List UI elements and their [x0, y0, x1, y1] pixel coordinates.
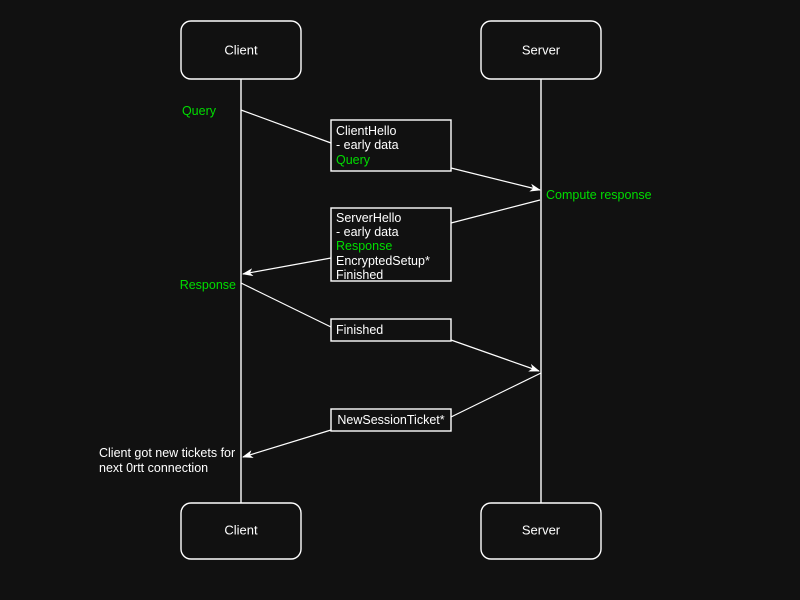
- arrow-clienthello-to-server: [450, 167, 541, 192]
- arrow-finished-to-server: [450, 339, 540, 372]
- arrow-query-to-clienthello: [240, 109, 332, 144]
- message-box-clienthello[interactable]: ClientHello - early data Query: [330, 119, 452, 172]
- actor-server-bottom-label: Server: [522, 522, 561, 537]
- message-line-clienthello-1: - early data: [336, 138, 399, 152]
- message-line-serverhello-4: Finished: [336, 268, 383, 282]
- actor-client-top[interactable]: Client: [180, 20, 302, 80]
- actor-server-top-box: [480, 20, 602, 80]
- actor-client-top-label: Client: [224, 42, 258, 57]
- arrow-client-to-finished: [240, 282, 332, 328]
- message-box-serverhello[interactable]: ServerHello - early data Response Encryp…: [330, 207, 452, 282]
- actor-server-top[interactable]: Server: [480, 20, 602, 80]
- message-box-serverhello-rect: [330, 207, 452, 282]
- actor-client-bottom-box: [180, 502, 302, 560]
- note-client-new-tickets-line1: Client got new tickets for: [99, 446, 235, 460]
- arrow-server-to-newsessionticket: [450, 372, 542, 418]
- actor-client-bottom-label: Client: [224, 522, 258, 537]
- message-box-newsessionticket-rect: [330, 408, 452, 432]
- message-box-finished-rect: [330, 318, 452, 342]
- message-line-serverhello-3: EncryptedSetup*: [336, 254, 430, 268]
- message-box-clienthello-rect: [330, 119, 452, 172]
- label-query: Query: [182, 104, 217, 118]
- note-client-new-tickets: Client got new tickets for next 0rtt con…: [99, 446, 235, 475]
- note-client-new-tickets-line2: next 0rtt connection: [99, 461, 208, 475]
- actor-client-top-box: [180, 20, 302, 80]
- message-box-newsessionticket[interactable]: NewSessionTicket*: [330, 408, 452, 432]
- actor-server-top-label: Server: [522, 42, 561, 57]
- label-compute-response: Compute response: [546, 188, 652, 202]
- message-line-finished-0: Finished: [336, 323, 383, 337]
- arrow-serverhello-to-client: [242, 257, 332, 277]
- message-line-clienthello-2: Query: [336, 153, 371, 167]
- message-line-clienthello-0: ClientHello: [336, 124, 396, 138]
- actor-client-bottom[interactable]: Client: [180, 502, 302, 560]
- label-response: Response: [180, 278, 236, 292]
- arrow-server-to-serverhello: [450, 199, 541, 224]
- actor-server-bottom-box: [480, 502, 602, 560]
- actor-server-bottom[interactable]: Server: [480, 502, 602, 560]
- message-line-serverhello-1: - early data: [336, 225, 399, 239]
- message-box-finished[interactable]: Finished: [330, 318, 452, 342]
- message-line-newsessionticket-0: NewSessionTicket*: [337, 413, 444, 427]
- message-line-serverhello-0: ServerHello: [336, 211, 401, 225]
- arrow-newsessionticket-to-client: [242, 429, 332, 458]
- message-line-serverhello-2: Response: [336, 239, 392, 253]
